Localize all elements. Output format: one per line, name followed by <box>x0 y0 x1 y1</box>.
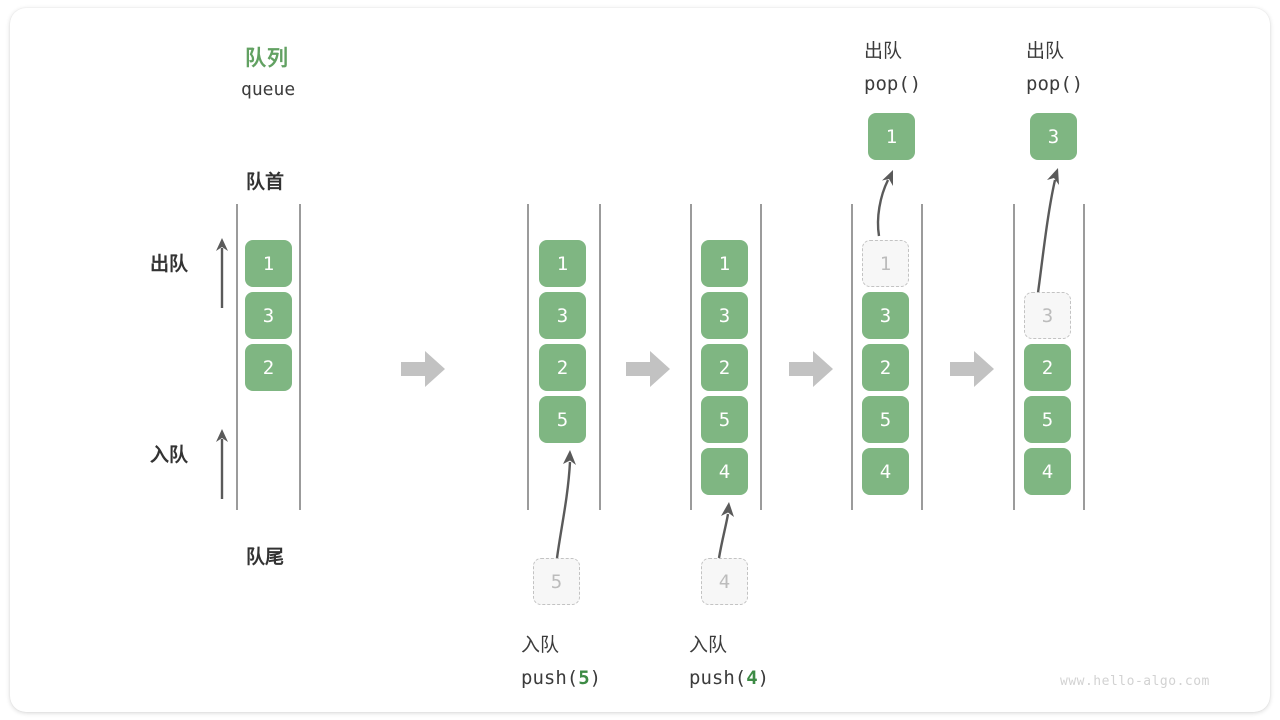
queue-cell-ghost: 3 <box>1024 292 1071 339</box>
enqueue-direction-arrow-icon <box>213 427 231 499</box>
watermark: www.hello-algo.com <box>1060 674 1210 689</box>
queue-cell: 3 <box>539 292 586 339</box>
diagram-card: 队列 queue 队首 队尾 出队 入队 1 3 2 1 <box>10 8 1270 712</box>
queue-cell: 2 <box>701 344 748 391</box>
pop-3-header-code: pop() <box>1026 73 1084 95</box>
queue-rail-left <box>690 204 692 510</box>
queue-head-label: 队首 <box>246 171 285 193</box>
queue-cell: 2 <box>539 344 586 391</box>
queue-cell: 3 <box>245 292 292 339</box>
pop-arrow-icon <box>855 160 915 240</box>
queue-cell: 1 <box>539 240 586 287</box>
queue-cell: 2 <box>862 344 909 391</box>
queue-cell-ghost: 1 <box>862 240 909 287</box>
dequeue-direction-arrow-icon <box>213 236 231 308</box>
dequeue-side-label: 出队 <box>150 253 189 275</box>
queue-cell: 4 <box>1024 448 1071 495</box>
step-arrow-icon <box>789 351 833 387</box>
push-5-code-arg: 5 <box>578 667 590 689</box>
push-5-code-suffix: ) <box>589 667 602 689</box>
step-arrow-icon <box>401 351 445 387</box>
push-5-code-prefix: push( <box>521 667 579 689</box>
queue-cell: 5 <box>701 396 748 443</box>
queue-rail-right <box>299 204 301 510</box>
queue-cell: 5 <box>862 396 909 443</box>
queue-rail-left <box>236 204 238 510</box>
queue-cell: 1 <box>245 240 292 287</box>
queue-cell: 3 <box>701 292 748 339</box>
push-4-caption-code: push(4) <box>689 667 769 689</box>
push-4-code-arg: 4 <box>746 667 758 689</box>
push-5-caption-cn: 入队 <box>521 634 560 656</box>
pop-1-header-code: pop() <box>864 73 922 95</box>
push-arrow-icon <box>698 494 748 562</box>
queue-cell: 4 <box>862 448 909 495</box>
queue-cell: 1 <box>701 240 748 287</box>
queue-tail-label: 队尾 <box>246 546 285 568</box>
queue-rail-left <box>851 204 853 510</box>
push-4-code-prefix: push( <box>689 667 747 689</box>
popped-element: 1 <box>868 113 915 160</box>
pop-1-header-cn: 出队 <box>864 40 903 62</box>
queue-cell: 2 <box>245 344 292 391</box>
queue-rail-right <box>1083 204 1085 510</box>
push-5-caption-code: push(5) <box>521 667 601 689</box>
push-4-code-suffix: ) <box>757 667 770 689</box>
queue-cell: 5 <box>539 396 586 443</box>
queue-rail-right <box>599 204 601 510</box>
diagram-title-en: queue <box>241 79 296 100</box>
pop-3-header-cn: 出队 <box>1026 40 1065 62</box>
queue-cell: 3 <box>862 292 909 339</box>
queue-cell: 4 <box>701 448 748 495</box>
step-arrow-icon <box>626 351 670 387</box>
queue-rail-right <box>760 204 762 510</box>
queue-slot-empty <box>1024 240 1071 287</box>
push-arrow-icon <box>530 442 590 562</box>
diagram-title-cn: 队列 <box>245 46 289 70</box>
queue-rail-left <box>527 204 529 510</box>
step-arrow-icon <box>950 351 994 387</box>
queue-cell: 2 <box>1024 344 1071 391</box>
queue-rail-left <box>1013 204 1015 510</box>
queue-cell: 5 <box>1024 396 1071 443</box>
diagram-stage: 队列 queue 队首 队尾 出队 入队 1 3 2 1 <box>10 8 1270 712</box>
enqueue-side-label: 入队 <box>150 444 189 466</box>
pending-element-ghost: 4 <box>701 558 748 605</box>
push-4-caption-cn: 入队 <box>689 634 728 656</box>
pop-arrow-icon <box>1015 160 1075 301</box>
popped-element: 3 <box>1030 113 1077 160</box>
queue-rail-right <box>921 204 923 510</box>
pending-element-ghost: 5 <box>533 558 580 605</box>
